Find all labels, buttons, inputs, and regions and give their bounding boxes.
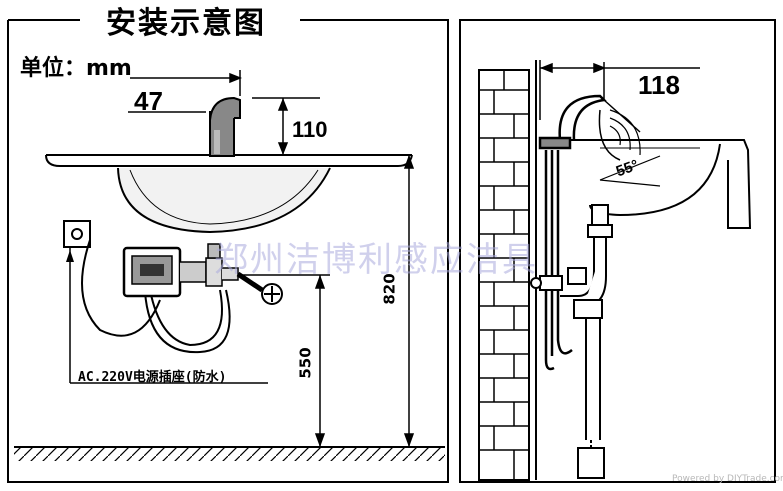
dim-label-118: 118: [638, 70, 680, 100]
dim-118: [539, 60, 700, 120]
dim-110: [252, 97, 320, 156]
drain-pipe: [560, 204, 613, 479]
basin-right: [554, 139, 752, 229]
dim-550: [240, 274, 330, 448]
power-socket-label: AC.220V电源插座(防水): [78, 370, 227, 385]
valve-left: [236, 271, 283, 305]
watermark: 郑州洁博利感应洁具: [214, 240, 538, 280]
ground-hatch: [14, 446, 445, 461]
basin-left: [45, 154, 413, 234]
cable-bundle-right: [544, 150, 573, 371]
faucet-left: [209, 96, 241, 157]
dim-820: [403, 154, 415, 448]
dim-label-550: 550: [296, 347, 315, 379]
sensor-beam: [599, 109, 661, 187]
dim-label-110: 110: [292, 117, 328, 142]
valve-right: [530, 275, 563, 291]
cables-left: [81, 239, 231, 354]
brick-wall: [478, 60, 537, 481]
frame: [7, 19, 776, 483]
site-credit: Powered by DIYTrade.com: [672, 474, 783, 484]
control-box: [122, 243, 239, 298]
dim-label-47: 47: [134, 86, 163, 116]
power-socket: [63, 220, 268, 384]
diagram-title: 安装示意图: [100, 0, 272, 42]
dim-47: [128, 70, 243, 113]
unit-label: 单位：mm: [20, 56, 132, 81]
